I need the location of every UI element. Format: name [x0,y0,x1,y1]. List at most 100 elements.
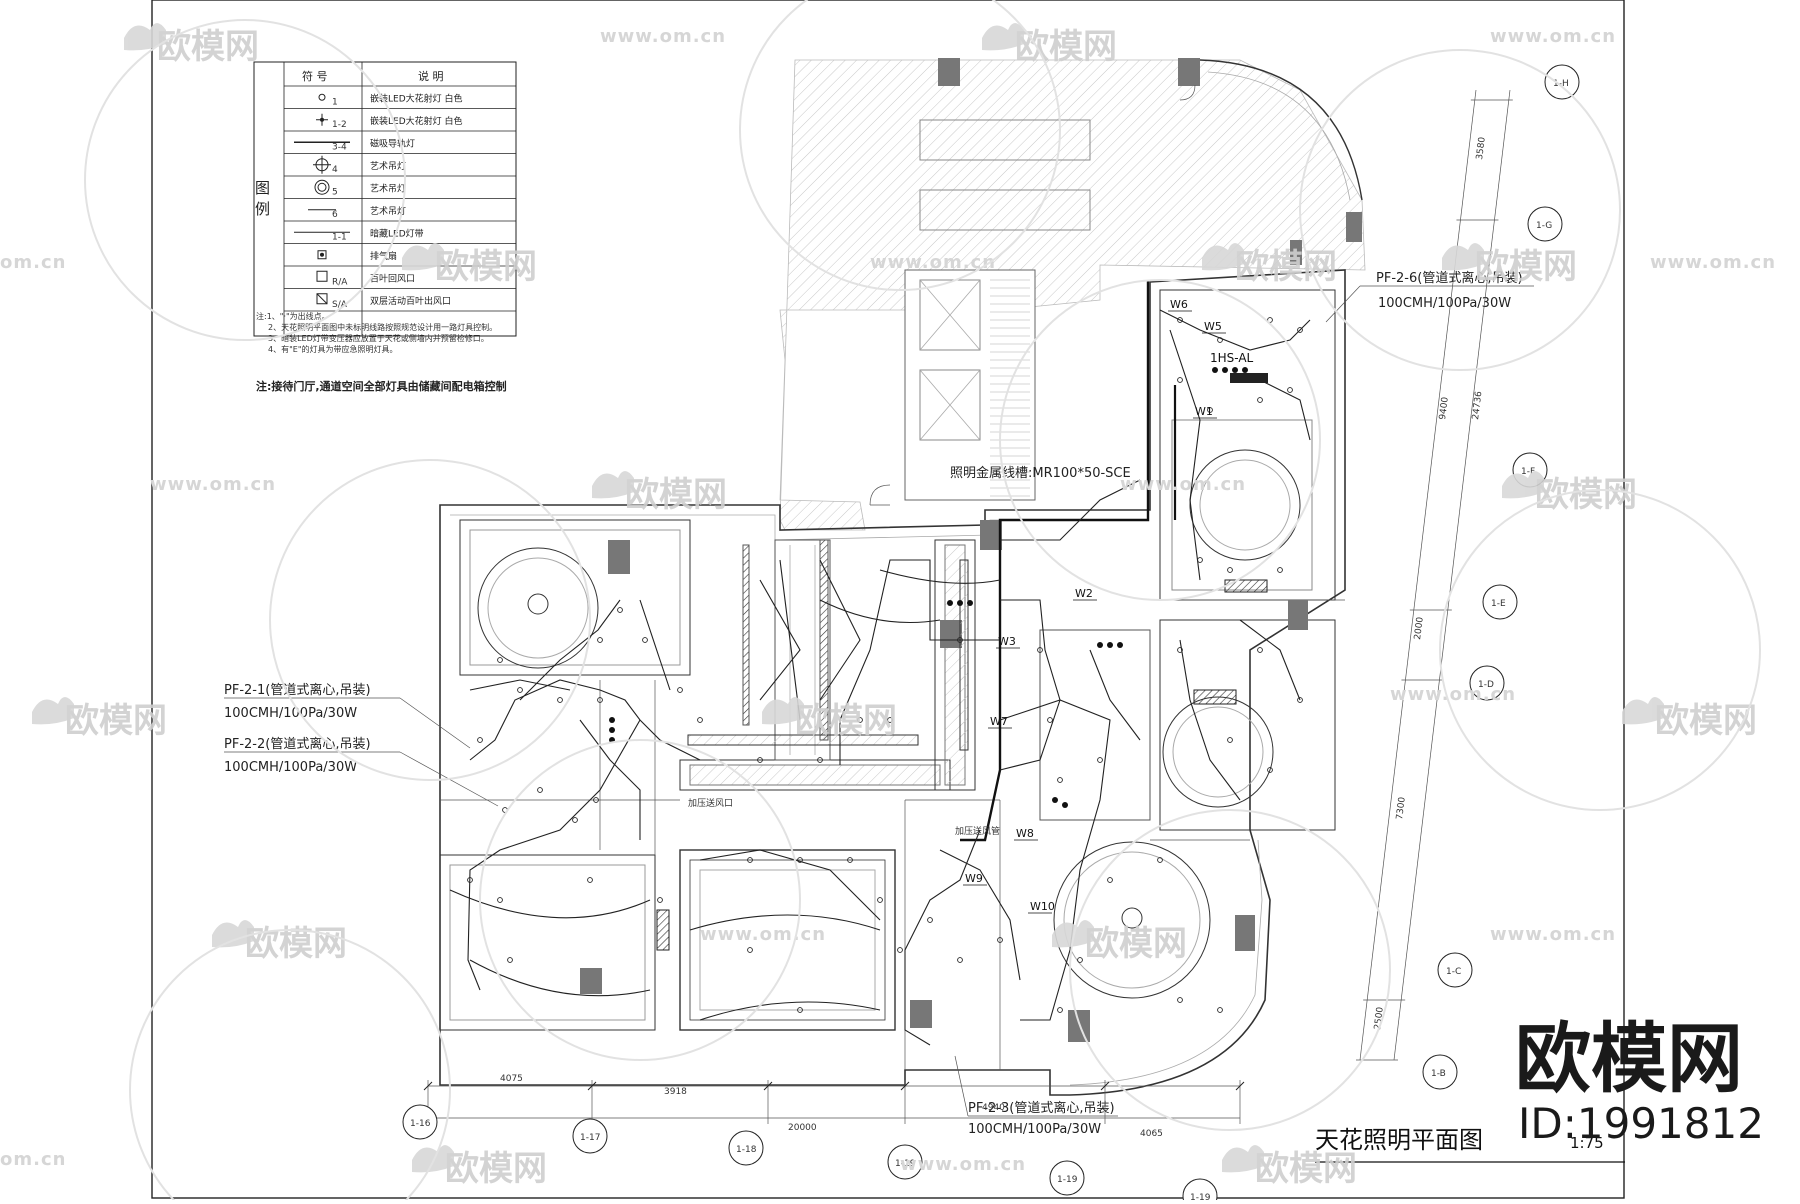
art-lamp-ring-icon [314,179,330,195]
watermark-url: www.om.cn [1650,252,1776,273]
junction-dot [1117,642,1123,648]
watermark-url: www.om.cn [1120,474,1246,495]
downlight-icon [593,797,599,803]
drawing-title-block: 天花照明平面图 1:75 [1315,1126,1625,1163]
round-ceiling-east-mid [1162,696,1274,808]
downlight-icon [697,717,703,723]
grid-label: 1-B [1431,1069,1446,1079]
watermark-ring [129,929,451,1204]
lighting-circuit [689,914,881,931]
room-nw [459,519,691,676]
junction-dot [1212,367,1218,373]
legend-desc: 百叶回风口 [370,273,415,284]
room-center-east [1039,629,1151,821]
svg-text:欧模网: 欧模网 [1475,247,1577,287]
legend-code: 1 [332,97,338,107]
watermark-brand: 欧模网 [212,920,347,964]
dim-value: 24736 [1471,390,1484,420]
legend-header-symbol: 符 号 [302,70,328,83]
downlight-icon [677,687,683,693]
junction-dot [1107,642,1113,648]
downlight-icon [587,877,593,883]
grid-label: 1-H [1553,79,1569,89]
svg-text:欧模网: 欧模网 [435,247,537,287]
lighting-circuit [579,719,641,840]
lighting-circuit [469,959,651,997]
downlight-icon [1157,857,1163,863]
junction-dot [1052,797,1058,803]
watermark-url: om.cn [0,252,66,273]
watermark-url: www.om.cn [150,474,276,495]
watermark-brand: 欧模网 [412,1145,547,1189]
lighting-circuit [1259,379,1311,441]
watermark-brand: 欧模网 [32,697,167,741]
legend-desc: 排气扇 [370,250,397,262]
dim-value: 3918 [664,1087,687,1097]
fan-callouts: PF-2-1(管道式离心,吊装) 100CMH/100Pa/30W PF-2-2… [224,270,1534,1137]
downlight-icon [1217,1007,1223,1013]
round-ceiling-south [1053,841,1211,999]
grid-bubble [1049,1160,1085,1196]
grid-label: 1-G [1536,221,1552,231]
lighting-circuit [879,569,1001,584]
downlight-icon [1047,717,1053,723]
downlight-icon [1267,767,1273,773]
downlight-icon [467,877,473,883]
downlight-icon [1257,397,1263,403]
junction-dot [1232,367,1238,373]
legend-desc: 嵌装LED大花射灯 白色 [370,115,463,127]
lighting-circuit [819,559,861,701]
lighting-circuit [759,579,801,701]
downlight-icon [887,717,893,723]
downlight-icon [747,857,753,863]
grid-bubble [1437,952,1473,988]
fan-spec-pf-2-1: 100CMH/100Pa/30W [224,706,357,721]
downlight-icon [1227,567,1233,573]
lighting-circuit [699,1001,881,1021]
lighting-circuit [1159,309,1311,351]
legend-desc: 磁吸导轨灯 [370,137,415,149]
downlight-icon [1277,567,1283,573]
grid-axis-bubbles: 1-161-171-181-191-191-191-H1-G1-F1-E1-D1… [402,64,1580,1204]
dim-value: 9400 [1438,396,1451,420]
spotlight-cross-icon [316,113,328,126]
lighting-circuit [939,849,1021,981]
downlight-icon [817,757,823,763]
legend-code: 3-4 [332,142,347,152]
room-label-pressure-duct: 加压送风管 [955,825,1000,837]
downlight-icon [617,607,623,613]
lighting-circuit [469,679,701,761]
downlight-icon [497,657,503,663]
legend-note: 3、暗装LED灯带变压器应放置于天花或侧墙内并预留检修口。 [268,333,489,343]
fan-spec-pf-2-3: 100CMH/100Pa/30W [968,1122,1101,1137]
dim-value: 2500 [1373,1006,1386,1030]
downlight-icon [1287,387,1293,393]
watermark-url: www.om.cn [870,252,996,273]
watermark-brand: 欧模网 [1202,243,1337,287]
downlight-icon [1057,777,1063,783]
svg-text:欧模网: 欧模网 [65,701,167,741]
fan-spec-pf-2-2: 100CMH/100Pa/30W [224,760,357,775]
return-grille-icon [316,270,328,282]
lighting-circuit [999,699,1111,1021]
watermark-ring [1069,809,1391,1131]
svg-text:欧模网: 欧模网 [157,27,259,67]
downlight-icon [927,917,933,923]
legend-desc: 艺术吊灯 [370,160,406,172]
downlight-icon [1177,647,1183,653]
downlight-icon [1207,407,1213,413]
downlight-icon [517,687,523,693]
legend-code: S/A [332,300,348,310]
downlight-icon [477,737,483,743]
grid-label: 1-17 [580,1133,600,1143]
legend-desc: 艺术吊灯 [370,205,406,217]
circuit-label: W5 [1204,320,1222,333]
circuit-label: W3 [998,635,1016,648]
downlight-icon [1097,757,1103,763]
downlight-icon [957,637,963,643]
watermark-url: www.om.cn [1390,684,1516,705]
watermark-ring [269,459,591,781]
drawing-title: 天花照明平面图 [1315,1126,1483,1154]
